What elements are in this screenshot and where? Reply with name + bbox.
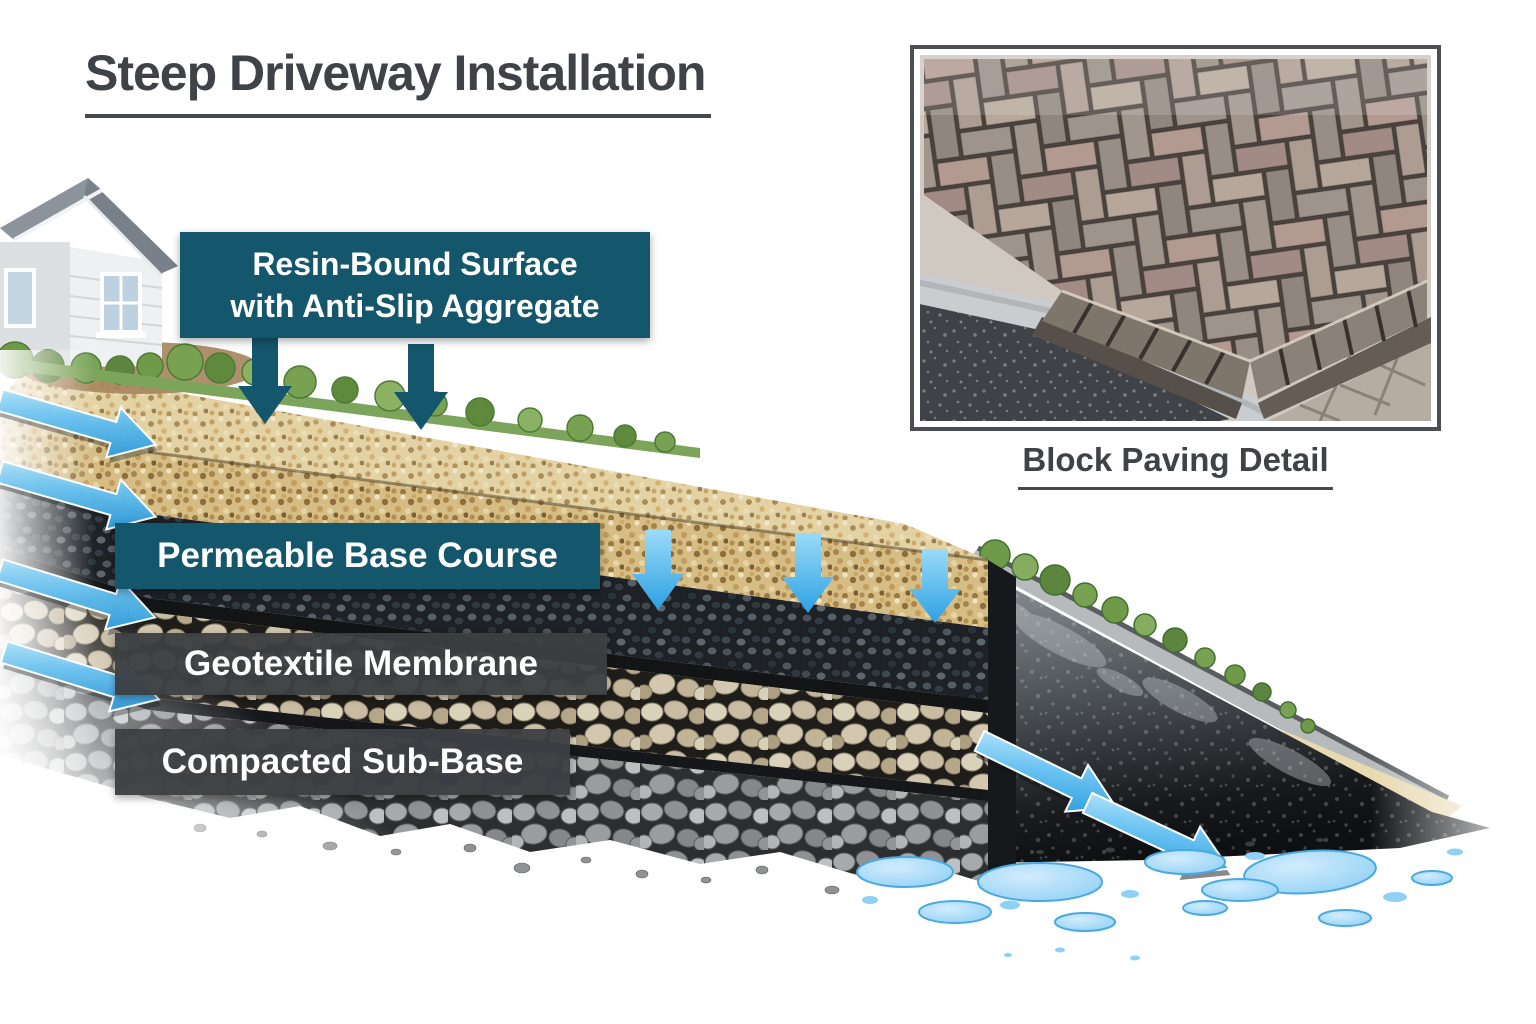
paver-field [924,59,1427,361]
percolation-arrows [632,530,961,623]
edge-step-lower-right [1258,317,1431,419]
label-resin-bound-surface: Resin-Bound Surface with Anti-Slip Aggre… [180,232,650,338]
layer-resin-face [0,398,988,628]
label-pointer-arrows [238,338,448,430]
label-compacted-sub-base: Compacted Sub-Base [115,729,570,795]
edge-step-lower-left [1032,317,1242,419]
roof-right-slope [84,178,178,274]
water-puddles [856,848,1463,961]
window [96,272,146,338]
inset-caption-text: Block Paving Detail [1018,441,1333,490]
label-permeable-base-course: Permeable Base Course [115,523,600,589]
layer-membrane2-face [0,648,988,801]
flow-arrow-icon [0,558,157,631]
depth-blur-hint [920,55,1431,115]
down-arrow-icon [782,533,834,613]
edge-brick-joints [1072,288,1418,386]
block-paving-illustration [920,55,1431,421]
down-arrow-icon [909,549,961,623]
asphalt-road [930,539,1536,875]
flow-arrow-icon [0,388,158,459]
page-title: Steep Driveway Installation [85,44,712,118]
layer-geotextile-face [0,548,988,713]
roof-left-slope [0,178,102,240]
edge-brick-band-right [1250,281,1427,399]
block-paving-photo [910,45,1441,431]
down-arrow-icon [632,530,684,610]
window-partial [4,268,36,328]
label-geotextile-membrane: Geotextile Membrane [115,633,607,695]
bush-row-left [25,343,700,458]
block-side-face [988,560,1016,890]
inset-caption: Block Paving Detail [910,441,1441,490]
pointer-arrow-icon [394,344,448,430]
label-resin-line2: with Anti-Slip Aggregate [230,288,600,324]
label-resin-line1: Resin-Bound Surface [252,245,578,282]
water-flow-arrows-left [0,388,162,718]
pointer-arrow-icon [238,338,292,424]
layer-resin-top-surface [0,366,988,560]
block-paving-inset: Block Paving Detail [910,45,1441,490]
